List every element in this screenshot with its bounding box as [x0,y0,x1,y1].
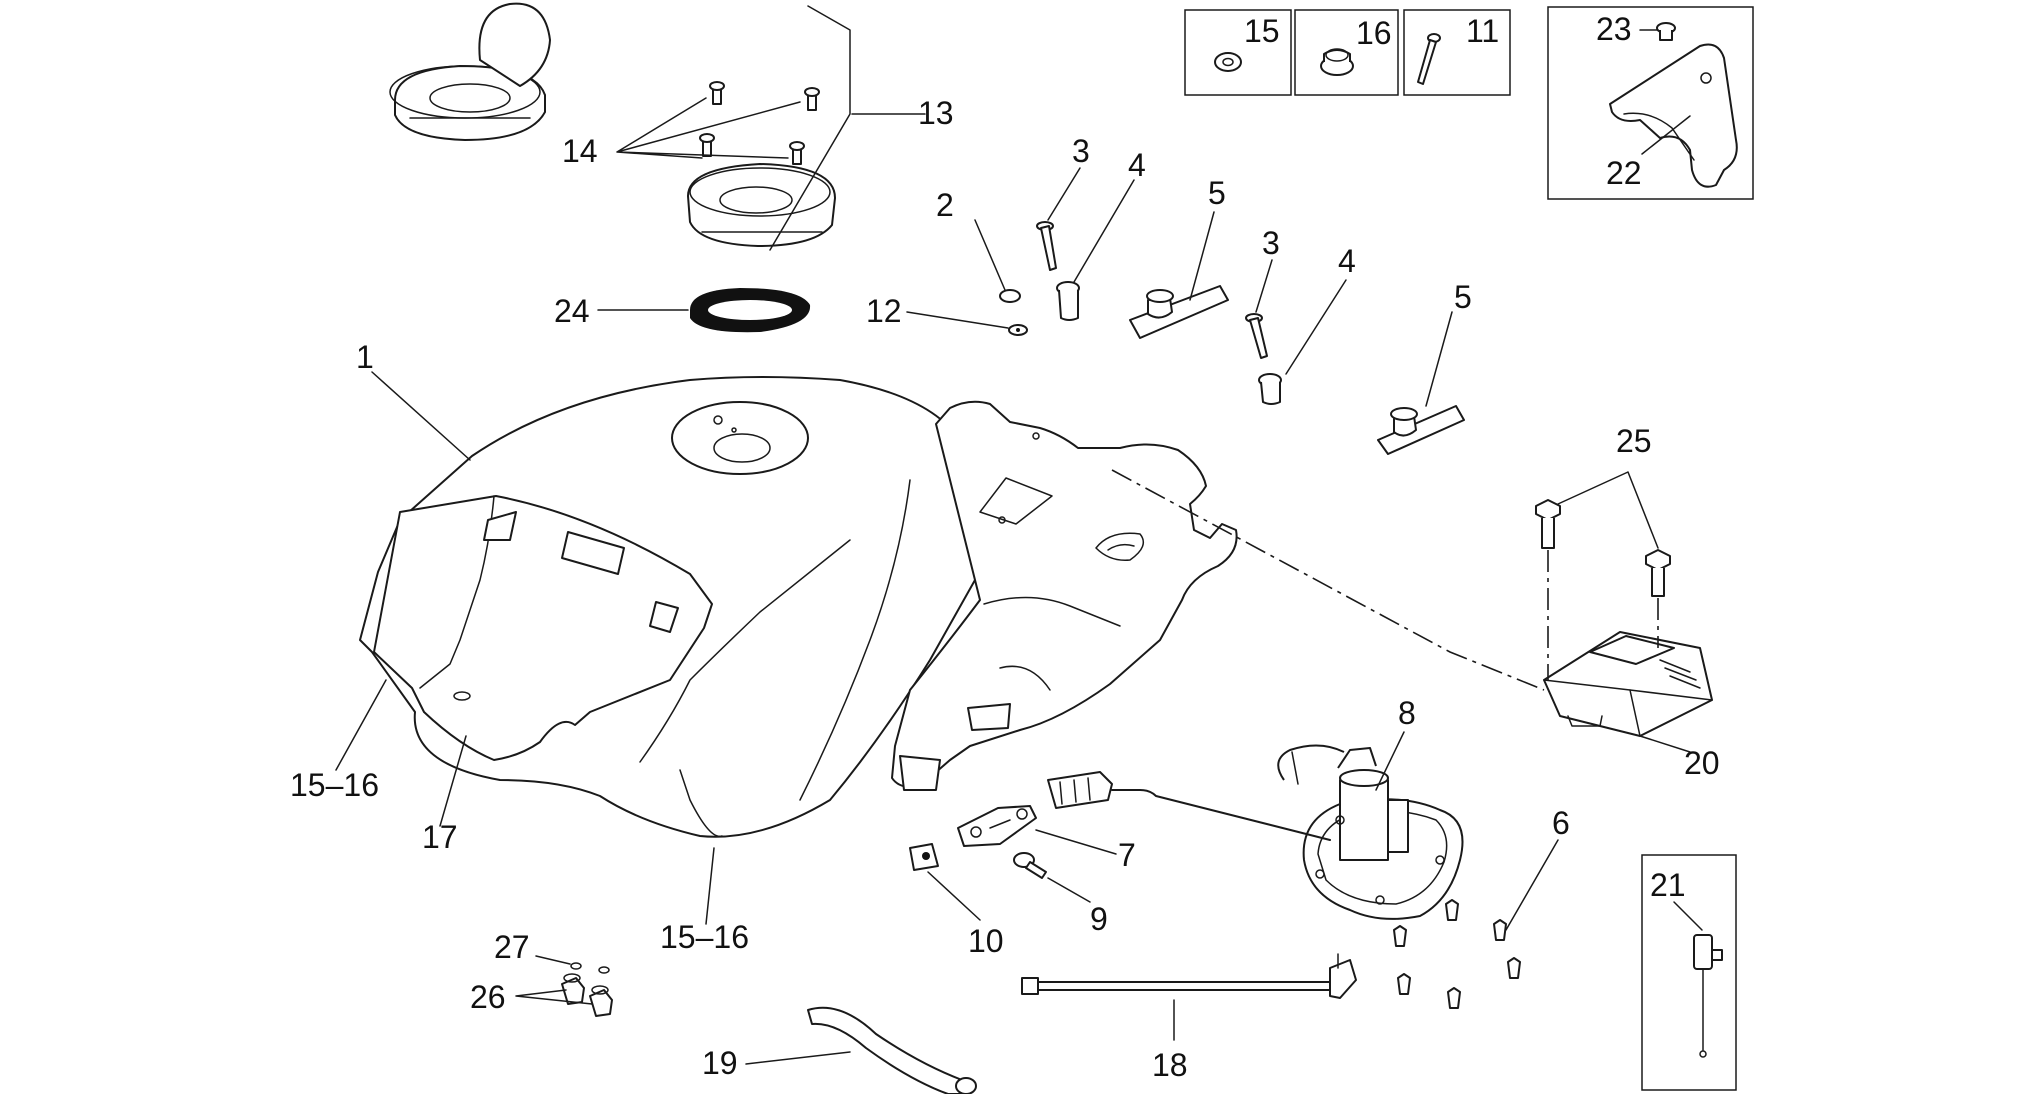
fuel-cap-lower [687,163,836,247]
callout-8: 8 [1398,695,1416,731]
inset-box-11 [1403,9,1511,96]
leader-6 [1505,839,1559,931]
callout-18: 18 [1152,1047,1188,1083]
callout-12: 12 [866,293,902,329]
plate-7 [957,805,1037,847]
bush-4a [1056,281,1080,321]
screw-9 [1013,852,1047,879]
cap-screws-14 [699,81,820,165]
leader-22 [1641,115,1691,155]
leader-17 [439,735,467,827]
callout-11: 11 [1466,13,1499,49]
leader-19 [745,1051,851,1065]
leader-3b [1255,259,1273,313]
callout-25: 25 [1616,423,1652,459]
callout-17: 17 [422,819,458,855]
ecu-guide-lines [1547,550,1659,680]
fuel-tank-1 [359,376,1238,838]
fuel-hose-18 [1021,953,1357,999]
screws-6 [1393,899,1521,1009]
leader-4a [1073,179,1135,283]
dashed-connection-line [1111,469,1545,691]
leader-2 [974,219,1006,291]
callout-4a: 4 [1128,147,1146,183]
callout-15-16-left: 15–16 [290,767,379,803]
bolt-23 [1656,22,1676,41]
callout-2: 2 [936,187,954,223]
callout-21: 21 [1650,867,1686,903]
callout-24: 24 [554,293,590,329]
callout-5b: 5 [1454,279,1472,315]
callout-23: 23 [1596,11,1632,47]
leader-25 [1557,471,1659,549]
bush-4b [1258,373,1282,405]
callout-22: 22 [1606,155,1642,191]
leader-15-16-left [335,679,387,771]
ecu-20 [1543,631,1713,737]
leader-3a [1047,167,1081,221]
callout-10: 10 [968,923,1004,959]
callout-6: 6 [1552,805,1570,841]
breather-tube-19 [807,1006,977,1094]
callout-15-16-bottom: 15–16 [660,919,749,955]
leader-14 [616,97,801,159]
sensor-21 [1693,934,1723,1058]
leader-10 [927,871,981,921]
inset-box-22-23 [1547,6,1754,200]
washer-15 [1214,52,1242,72]
callout-20: 20 [1684,745,1720,781]
callout-3b: 3 [1262,225,1280,261]
callout-14: 14 [562,133,598,169]
screw-3a [1036,221,1057,271]
leader-5b [1425,311,1453,407]
inset-box-15 [1184,9,1292,96]
leader-20 [1639,735,1691,753]
leader-27 [535,955,571,965]
o-rings-27 [570,962,610,974]
clip-5b [1377,405,1465,455]
callout-7: 7 [1118,837,1136,873]
leader-12 [906,311,1009,329]
clip-5a [1129,285,1229,339]
leader-1 [371,371,471,461]
fittings-26 [561,973,613,1017]
leader-9 [1047,877,1091,903]
fuel-cap-upper [389,2,551,141]
screw-3b [1245,313,1268,359]
inset-box-21 [1641,854,1737,1091]
callout-13: 13 [918,95,954,131]
leader-7 [1035,829,1117,855]
plug-16 [1320,48,1354,76]
bolt-25a [1535,499,1561,549]
bolt-25b [1645,549,1671,597]
callout-19: 19 [702,1045,738,1081]
fuel-pump-8 [1277,744,1464,920]
callout-26: 26 [470,979,506,1015]
leader-26 [515,989,593,1005]
inset-box-16 [1294,9,1399,96]
callout-16: 16 [1356,15,1392,51]
callout-15: 15 [1244,13,1280,49]
callout-1: 1 [356,339,374,375]
gasket-24 [690,288,811,333]
leader-8 [1375,731,1405,791]
callout-9: 9 [1090,901,1108,937]
leader-21 [1673,901,1703,931]
clip-10 [909,843,939,871]
leader-5a [1189,211,1215,301]
leader-4b [1285,279,1347,375]
washer-12 [1008,324,1028,336]
callout-4b: 4 [1338,243,1356,279]
callout-27: 27 [494,929,530,965]
screw-11 [1417,33,1441,85]
callout-bracket-13 [769,5,851,251]
callout-5a: 5 [1208,175,1226,211]
leader-15-16-bottom [705,847,715,925]
bracket-22 [1609,43,1738,188]
callout-3a: 3 [1072,133,1090,169]
plug-2 [999,289,1021,303]
connector-wire [1047,771,1331,841]
